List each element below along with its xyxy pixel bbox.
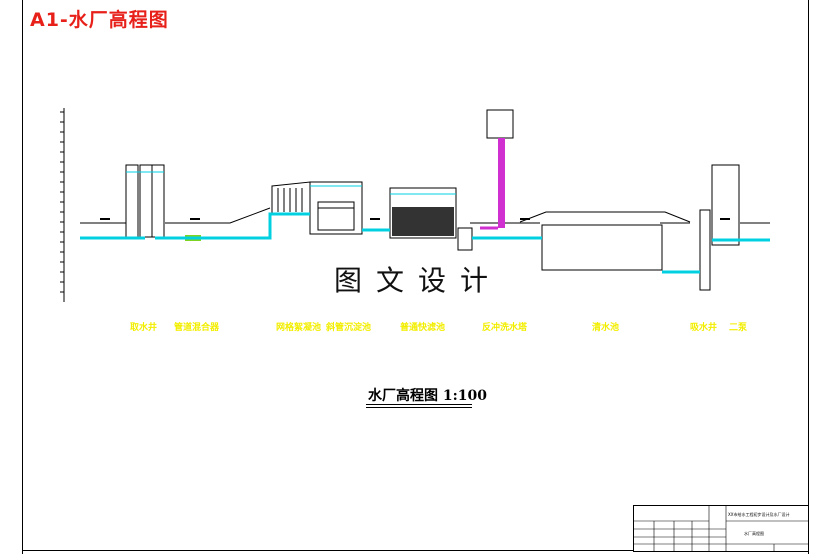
unit-label-second-pump: 二泵 — [729, 323, 748, 333]
unit-label-sedimentation: 斜管沉淀池 — [326, 323, 372, 333]
unit-label-sand-filter: 普通快滤池 — [400, 323, 446, 333]
frame-left — [22, 0, 23, 554]
watermark: 图文设计 — [334, 264, 503, 297]
clear-water-tank — [519, 211, 691, 271]
flocculation-tank — [271, 181, 311, 215]
intake-well — [125, 164, 165, 238]
sand-filter — [389, 187, 473, 251]
elevation-marks — [100, 218, 730, 220]
unit-label-suction-well: 吸水井 — [690, 323, 718, 333]
unit-label-intake-well: 取水井 — [130, 323, 158, 333]
suction-well — [699, 164, 740, 291]
frame-bottom — [22, 550, 809, 551]
backwash-tower — [480, 109, 514, 230]
frame-right — [808, 0, 809, 554]
title-block-drawing-name: 水厂高程图 — [744, 531, 764, 536]
caption-underline-2 — [366, 407, 472, 408]
unit-label-backwash-tower: 反冲洗水塔 — [482, 323, 528, 333]
title-block-project: XX市给水工程初步设计及水厂设计 — [728, 512, 790, 517]
drawing-caption: 水厂高程图 1:100 — [368, 388, 488, 404]
sedimentation-tank — [309, 181, 363, 235]
caption-underline — [366, 404, 472, 405]
unit-label-flocculation: 网格絮凝池 — [276, 323, 322, 333]
title-block-grid — [634, 506, 808, 551]
unit-label-pipeline-mixer: 管道混合器 — [174, 323, 220, 333]
sheet-title: A1-水厂高程图 — [30, 9, 169, 31]
unit-label-clear-water-tank: 清水池 — [592, 323, 620, 333]
elevation-ruler — [60, 108, 65, 302]
title-block: XX市给水工程初步设计及水厂设计 水厂高程图 — [633, 505, 809, 552]
water-flow-path — [80, 212, 770, 274]
